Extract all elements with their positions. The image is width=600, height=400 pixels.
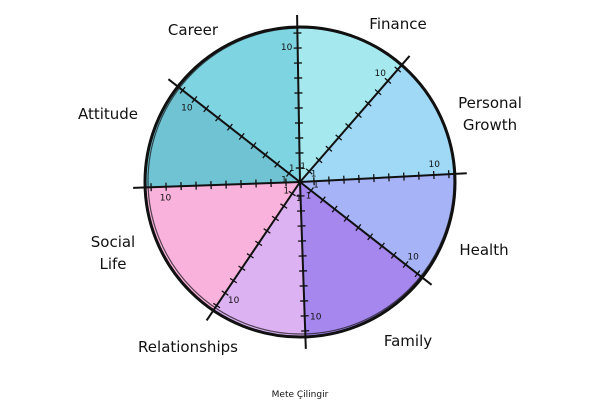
scale-max-label: 10 — [228, 296, 240, 306]
axis-tick — [263, 228, 271, 234]
scale-max-label: 10 — [181, 104, 193, 114]
scale-max-label: 10 — [281, 43, 293, 53]
segment-health — [300, 173, 455, 278]
axis-line — [299, 181, 433, 286]
axis-tick — [331, 205, 338, 213]
axis-tick — [221, 290, 229, 296]
axis-tick — [280, 203, 288, 209]
axis-tick — [402, 260, 409, 269]
axis-tick — [179, 86, 186, 94]
axis-tick — [285, 169, 292, 177]
axis-tick — [355, 224, 362, 232]
segment-career — [177, 27, 300, 183]
axis-tick — [315, 156, 323, 164]
wheel-outline-sketch — [147, 27, 455, 335]
axis-tick — [367, 233, 374, 241]
axis-tick — [271, 215, 280, 222]
axis-tick — [354, 111, 362, 118]
axis-tick — [226, 123, 233, 131]
scale-min-label: 1 — [313, 180, 319, 190]
segment-finance — [297, 27, 402, 182]
axis-tick — [254, 240, 263, 247]
wheel-outline — [143, 25, 457, 339]
axis-tick — [229, 277, 238, 284]
axis-tick — [378, 242, 385, 250]
axis-line — [299, 172, 467, 183]
segment-family — [300, 182, 423, 337]
axis-tick — [384, 77, 392, 84]
axis-tick — [345, 123, 352, 130]
axis-line — [299, 55, 411, 183]
axis-tick — [262, 151, 269, 159]
axis-tick — [343, 214, 350, 222]
axis-line — [133, 181, 301, 189]
segment-attitude — [145, 86, 300, 188]
axis-tick — [308, 187, 315, 195]
scale-min-label: 1 — [306, 192, 312, 202]
axis-tick — [325, 145, 333, 152]
label-finance: Finance — [369, 15, 426, 33]
scale-min-label: 1 — [283, 186, 289, 196]
segment-relationships — [213, 182, 306, 337]
axis-line — [299, 181, 307, 349]
scale-max-label: 10 — [375, 69, 387, 79]
label-relationships: Relationships — [138, 338, 238, 356]
scale-min-label: 1 — [300, 162, 306, 172]
scale-max-label: 10 — [310, 313, 322, 323]
scale-min-label: 1 — [289, 164, 295, 174]
axis-line — [205, 181, 301, 322]
axis-tick — [250, 142, 257, 150]
axis-tick — [364, 100, 372, 107]
axis-tick — [305, 168, 313, 175]
axis-line — [296, 15, 301, 183]
axis-tick — [191, 95, 198, 104]
axis-tick — [215, 114, 222, 122]
label-health: Health — [459, 241, 508, 259]
wheel-axes — [133, 15, 467, 349]
axis-tick — [394, 66, 402, 73]
wheel-tick-labels: 1 10 1 10 1 10 1 10 1 10 1 10 1 10 1 10 — [160, 43, 440, 322]
scale-min-label: 1 — [281, 176, 287, 186]
segment-social-life — [145, 182, 300, 311]
axis-tick — [246, 253, 254, 259]
axis-tick — [335, 134, 343, 141]
axis-tick — [213, 302, 221, 309]
axis-tick — [238, 265, 246, 271]
axis-tick — [274, 160, 281, 168]
segment-personal-growth — [300, 65, 455, 182]
axis-tick — [414, 270, 421, 278]
scale-max-label: 10 — [160, 194, 172, 204]
axis-tick — [374, 89, 382, 96]
axis-tick — [238, 132, 245, 140]
scale-min-label: 1 — [296, 194, 302, 204]
label-career: Career — [168, 21, 219, 39]
scale-max-label: 10 — [429, 160, 441, 170]
axis-line — [167, 78, 301, 183]
axis-tick — [319, 196, 326, 204]
wheel-segments — [145, 27, 455, 337]
scale-min-label: 1 — [311, 169, 317, 179]
axis-tick — [203, 105, 210, 113]
label-family: Family — [384, 332, 432, 350]
axis-tick — [288, 190, 296, 197]
author-credit: Mete Çilingir — [272, 390, 329, 400]
axis-tick — [390, 251, 397, 259]
label-attitude: Attitude — [78, 105, 138, 123]
scale-max-label: 10 — [407, 252, 419, 262]
